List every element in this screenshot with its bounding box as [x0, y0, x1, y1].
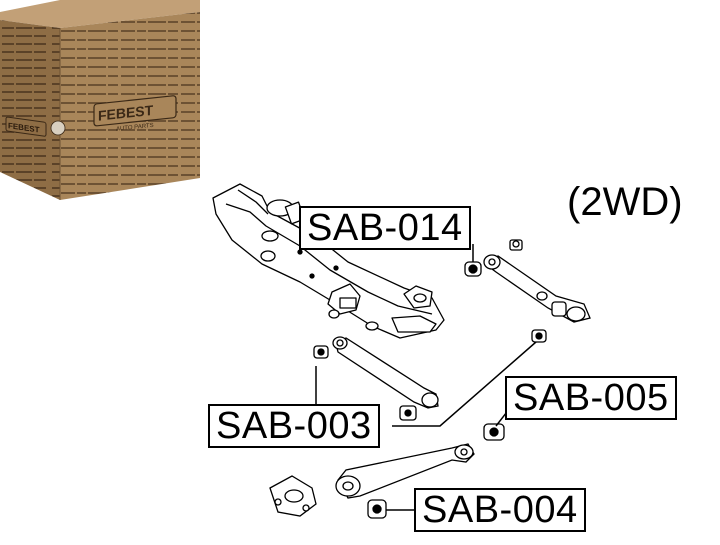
trailing-arm — [335, 443, 475, 499]
bushing-sab-004 — [367, 499, 387, 519]
mount-bracket — [269, 475, 317, 517]
lateral-link-upper — [483, 239, 591, 323]
box-left-face — [0, 20, 60, 200]
product-box: FEBEST AUTO PARTS FEBEST — [0, 0, 200, 200]
svg-text:FEBEST: FEBEST — [8, 121, 40, 134]
bushing-sab-014 — [464, 261, 482, 277]
part-label-sab-005: SAB-005 — [505, 376, 677, 420]
bushing-sab-005 — [483, 423, 505, 441]
bushing-upper — [531, 329, 547, 343]
part-label-sab-014: SAB-014 — [299, 206, 471, 250]
febest-side-logo: FEBEST — [5, 116, 66, 137]
febest-logo: FEBEST AUTO PARTS — [93, 95, 177, 133]
part-label-sab-004: SAB-004 — [414, 488, 586, 532]
variant-label: (2WD) — [567, 180, 683, 224]
leader-sab-003-b — [392, 341, 537, 427]
svg-text:FEBEST: FEBEST — [98, 102, 154, 124]
lower-control-arm — [313, 336, 439, 421]
part-label-sab-003: SAB-003 — [208, 404, 380, 448]
svg-text:AUTO PARTS: AUTO PARTS — [116, 123, 154, 133]
box-top-face — [0, 0, 200, 28]
